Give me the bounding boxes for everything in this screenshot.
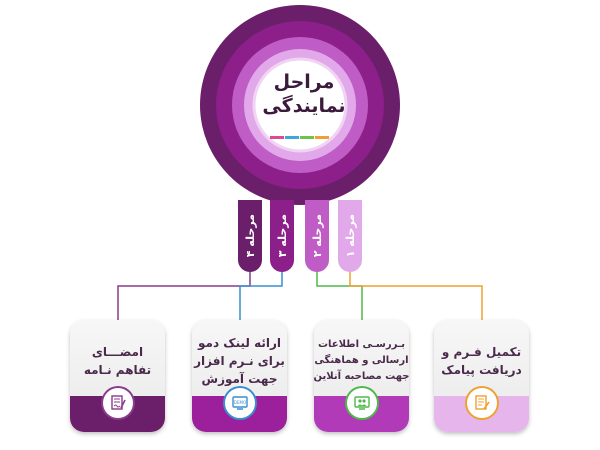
step-card-3: ارائه لینک دمو برای نـرم افزار جهت آموزش D… [192, 320, 287, 432]
step-card-text: تکمیل فـرم و دریافت پیامک [438, 330, 525, 392]
step-card-line: امضـــای [91, 345, 144, 359]
online-interview-icon [347, 388, 377, 418]
inner-circle [252, 57, 348, 153]
step-card-line: دریافت پیامک [441, 363, 522, 377]
contract-signing-icon [103, 388, 133, 418]
stage-label: مرحله ۱ [343, 214, 357, 258]
stage-label: مرحله ۳ [275, 214, 289, 258]
step-card-line: ارائه لینک دمو [198, 336, 281, 350]
step-card-line: ارسالی و هماهنگی [314, 355, 409, 366]
step-card-line: تکمیل فـرم و [441, 345, 522, 359]
connector-line [117, 272, 251, 320]
stage-label: مرحله ۲ [310, 214, 324, 258]
underline-segment [270, 136, 284, 139]
step-card-line: جهت مصاحبه آنلاین [314, 371, 409, 382]
step-card-text: بـررسـی اطلاعات ارسالی و هماهنگی جهت مصاحب… [314, 330, 409, 392]
connector-line [316, 272, 363, 320]
connector-line [349, 272, 483, 320]
step-card-line: جهت آموزش [201, 372, 278, 386]
step-card-4: امضـــای تفاهم نـامه [70, 320, 165, 432]
title-line-1: مراحل [273, 71, 335, 93]
step-card-2: بـررسـی اطلاعات ارسالی و هماهنگی جهت مصاحب… [314, 320, 409, 432]
underline-segment [285, 136, 299, 139]
stage-tab-2: مرحله ۲ [305, 200, 329, 272]
underline-segment [315, 136, 329, 139]
step-card-text: ارائه لینک دمو برای نـرم افزار جهت آموزش [194, 330, 285, 392]
connectors [117, 272, 483, 320]
title-underline [270, 136, 329, 139]
diagram-title: مراحل نمایندگی [256, 70, 352, 118]
form-sms-icon [467, 388, 497, 418]
title-line-2: نمایندگی [262, 95, 346, 117]
step-card-line: بـررسـی اطلاعات [317, 339, 406, 350]
connector-line [239, 272, 283, 320]
stage-tab-3: مرحله ۳ [270, 200, 294, 272]
step-card-text: امضـــای تفاهم نـامه [74, 330, 161, 392]
step-card-1: تکمیل فـرم و دریافت پیامک [434, 320, 529, 432]
step-card-line: تفاهم نـامه [83, 363, 152, 377]
demo-software-icon: DEMO [225, 388, 255, 418]
stage-tab-4: مرحله ۴ [238, 200, 262, 272]
stage-label: مرحله ۴ [243, 214, 257, 258]
underline-segment [300, 136, 314, 139]
step-card-line: برای نـرم افزار [194, 354, 285, 368]
svg-text:DEMO: DEMO [234, 400, 246, 405]
stage-tab-1: مرحله ۱ [338, 200, 362, 272]
